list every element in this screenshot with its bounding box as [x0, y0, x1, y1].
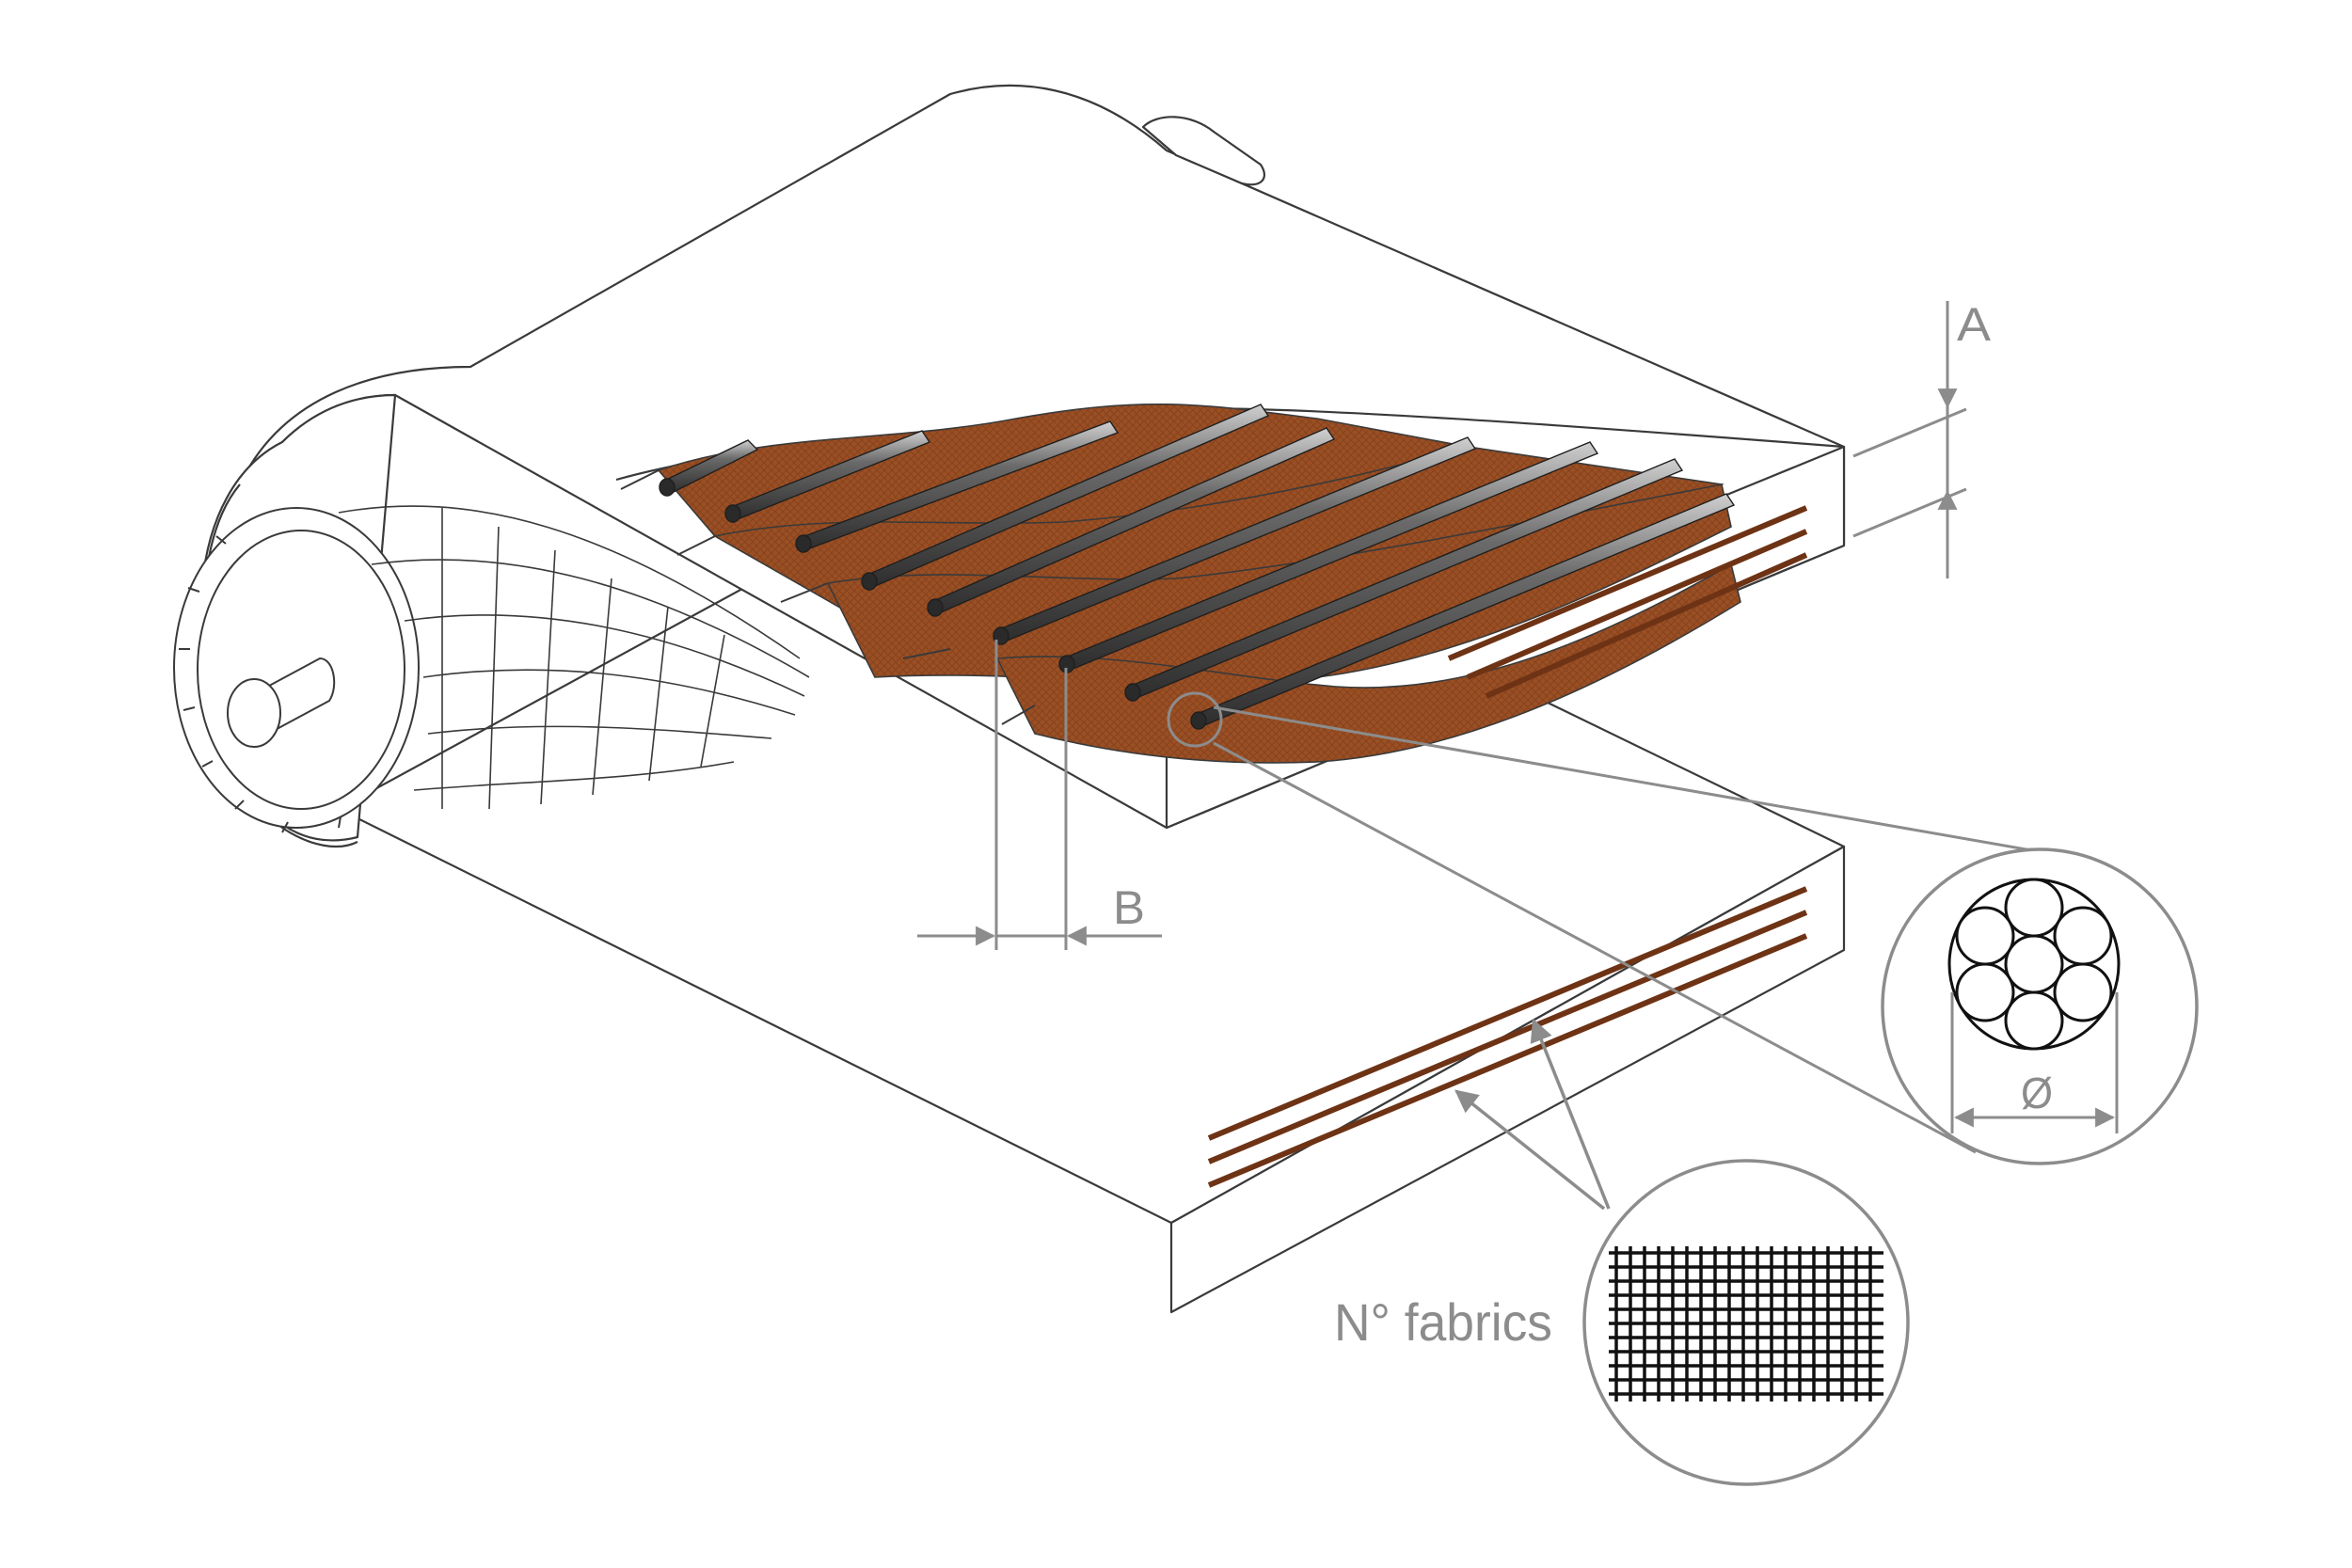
dimension-a-extension-bottom [1852, 487, 1967, 538]
top-face-stripe [1466, 529, 1808, 680]
cord-strand [2004, 934, 2064, 994]
belt-clip [1141, 116, 1265, 186]
drum-end-face [173, 507, 420, 829]
dimension-a-extension-top [1852, 407, 1967, 458]
front-face-fabric-stripes [1207, 505, 1808, 1188]
fabric-callout-arrow-1 [1454, 1089, 1606, 1211]
cord-callout-origin-circle [1167, 691, 1223, 748]
cord-strand [2004, 990, 2064, 1051]
cord-strand [2004, 878, 2064, 938]
fabric-callout-arrow-2 [1530, 1018, 1611, 1210]
top-face-stripe [1485, 552, 1808, 699]
dimension-b-label: B [1113, 881, 1145, 934]
drum-end-rim [197, 530, 405, 810]
cord-end-caps [659, 478, 1207, 730]
cord-strand [2053, 906, 2113, 966]
fabrics-label: N° fabrics [1334, 1292, 1552, 1352]
cord-strands [1947, 878, 2121, 1051]
dimension-b [917, 640, 1162, 950]
fabric-weave-grid [1609, 1246, 1883, 1402]
fabric-weave-callout: N° fabrics [1334, 1018, 1910, 1486]
drum-lagging [338, 505, 810, 810]
dimension-a-label: A [1957, 298, 1992, 351]
belt-lower-front-face [1169, 845, 1846, 1314]
diameter-label: Ø [2021, 1069, 2053, 1117]
cord-strand [2053, 962, 2113, 1022]
steel-cords [659, 404, 1736, 730]
cord-callout-leader-lower [1213, 741, 1977, 1154]
cord-callout-leader-upper [1213, 705, 2038, 853]
cord-strand [1955, 962, 2015, 1022]
dimension-a [1852, 301, 1967, 578]
cord-cross-section-callout: Ø [1167, 691, 2199, 1165]
drum-shaft [227, 657, 336, 748]
diameter-dimension [1950, 992, 2119, 1133]
bottom-face-stripe [1207, 933, 1808, 1188]
top-face-stripe [1447, 505, 1808, 661]
drum-notches [179, 535, 342, 833]
cover-step-edges [620, 469, 1036, 725]
bottom-face-stripe [1207, 910, 1808, 1164]
drive-drum [173, 505, 810, 833]
cord-strand [1955, 906, 2015, 966]
bottom-face-stripe [1207, 886, 1808, 1141]
